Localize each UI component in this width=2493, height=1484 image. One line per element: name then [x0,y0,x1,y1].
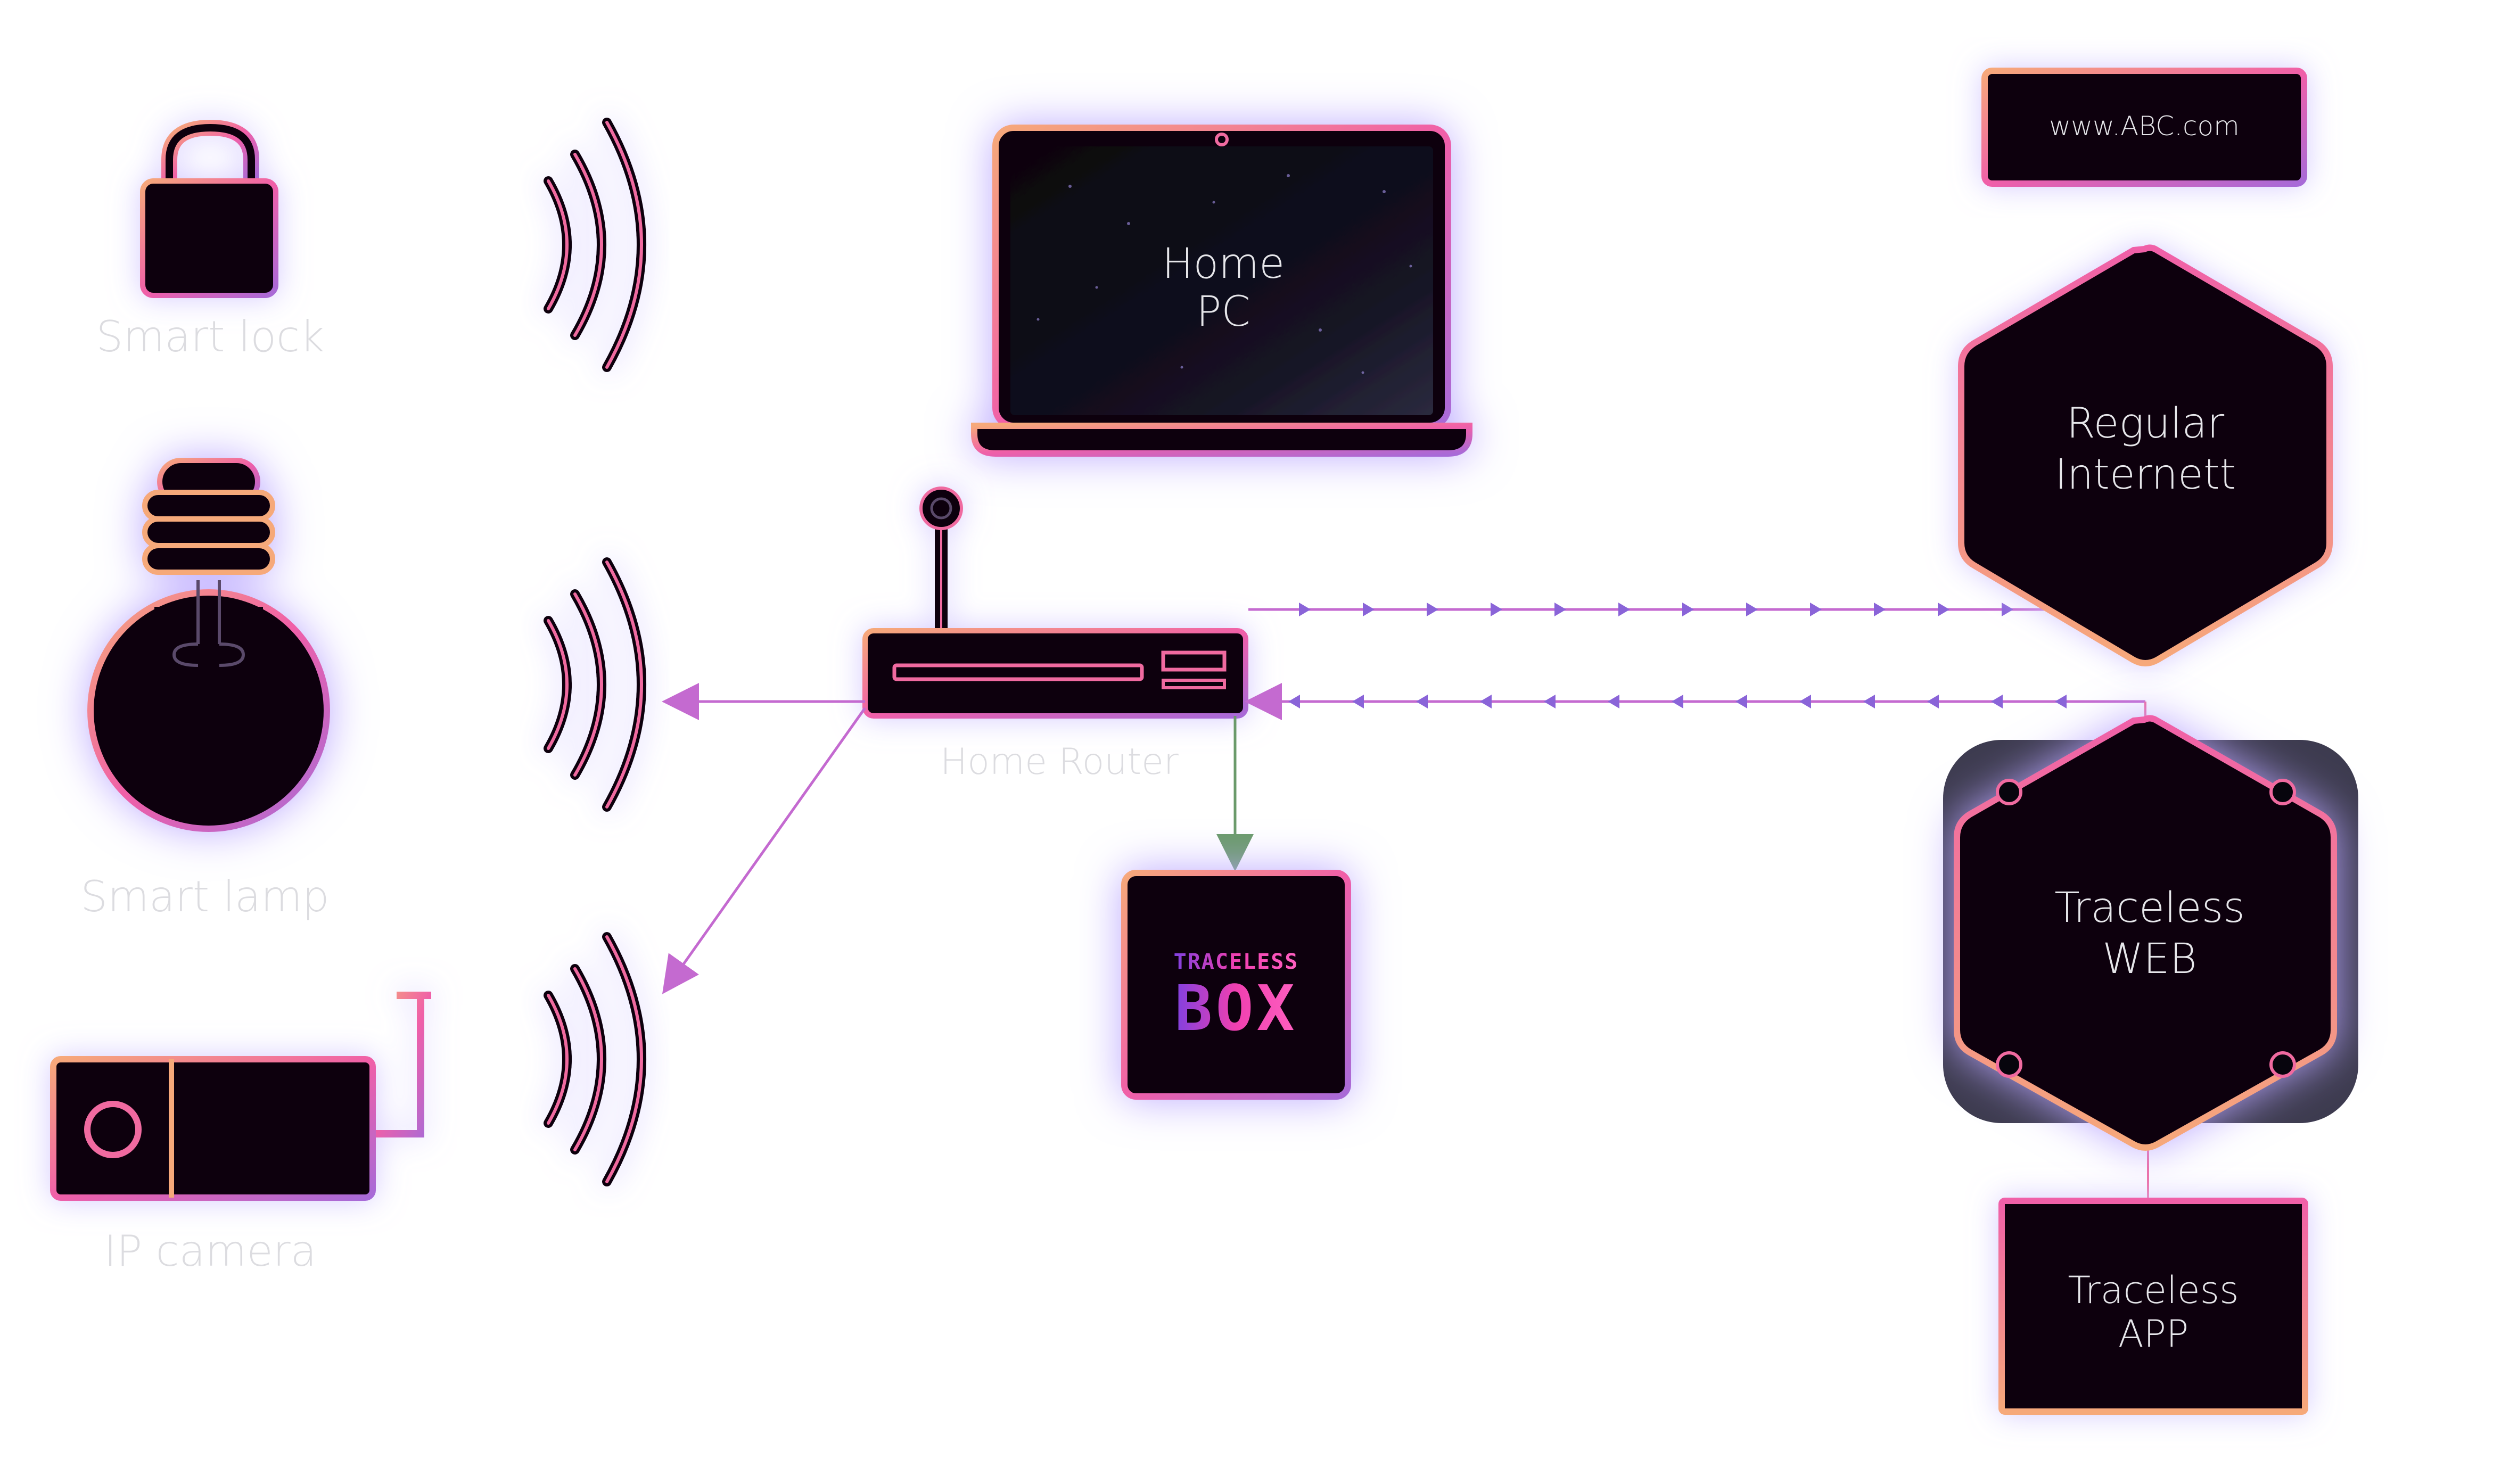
home-pc-label-line2: PC [1196,288,1250,336]
hexagon-icon [1954,715,2337,1151]
lock-icon [140,119,278,298]
traceless-box-logo-bottom: BOX [1174,971,1297,1045]
camera-icon [50,992,431,1201]
traceless-web-line2: WEB [2102,935,2196,983]
web-to-router-ticks [1288,695,2067,708]
traceless-box-logo-top: TRACELESS [1174,950,1299,974]
ip-camera-label: IP camera [104,1226,316,1276]
home-router-label: Home Router [940,741,1179,783]
smart-lock-node: Smart lock [96,119,325,361]
regular-internet-line2: Internett [2055,451,2236,499]
website-label: www.ABC.com [2049,111,2240,142]
traceless-app-line2: APP [2118,1312,2188,1356]
laptop-icon [971,125,1472,457]
traceless-web-node: Traceless WEB [1943,715,2358,1151]
smart-lamp-node: Smart lamp [80,458,330,921]
traceless-app-node: Traceless APP [1998,1198,2308,1415]
smart-lamp-label: Smart lamp [80,872,329,921]
home-pc-label-line1: Home [1162,240,1285,288]
ip-camera-node: IP camera [50,992,431,1276]
smart-lock-label: Smart lock [96,312,325,361]
wifi-waves-icon [544,557,646,812]
wifi-waves-icon [544,932,646,1186]
hexagon-icon [1958,244,2333,666]
router-icon [862,487,1248,719]
home-pc-node: Home PC [971,125,1472,457]
router-to-camera-arrow [662,707,867,994]
home-router-node: Home Router [862,487,1248,783]
traceless-app-line1: Traceless [2068,1268,2239,1312]
regular-internet-node: Regular Internett [1958,244,2333,666]
website-node: www.ABC.com [1981,68,2307,187]
connection-arrows [662,591,2149,1198]
regular-internet-line1: Regular [2067,400,2224,448]
bulb-icon [87,458,330,832]
wifi-waves-icon [544,118,646,372]
traceless-box-node: TRACELESS BOX [1121,870,1351,1100]
traceless-web-line1: Traceless [2054,884,2245,932]
